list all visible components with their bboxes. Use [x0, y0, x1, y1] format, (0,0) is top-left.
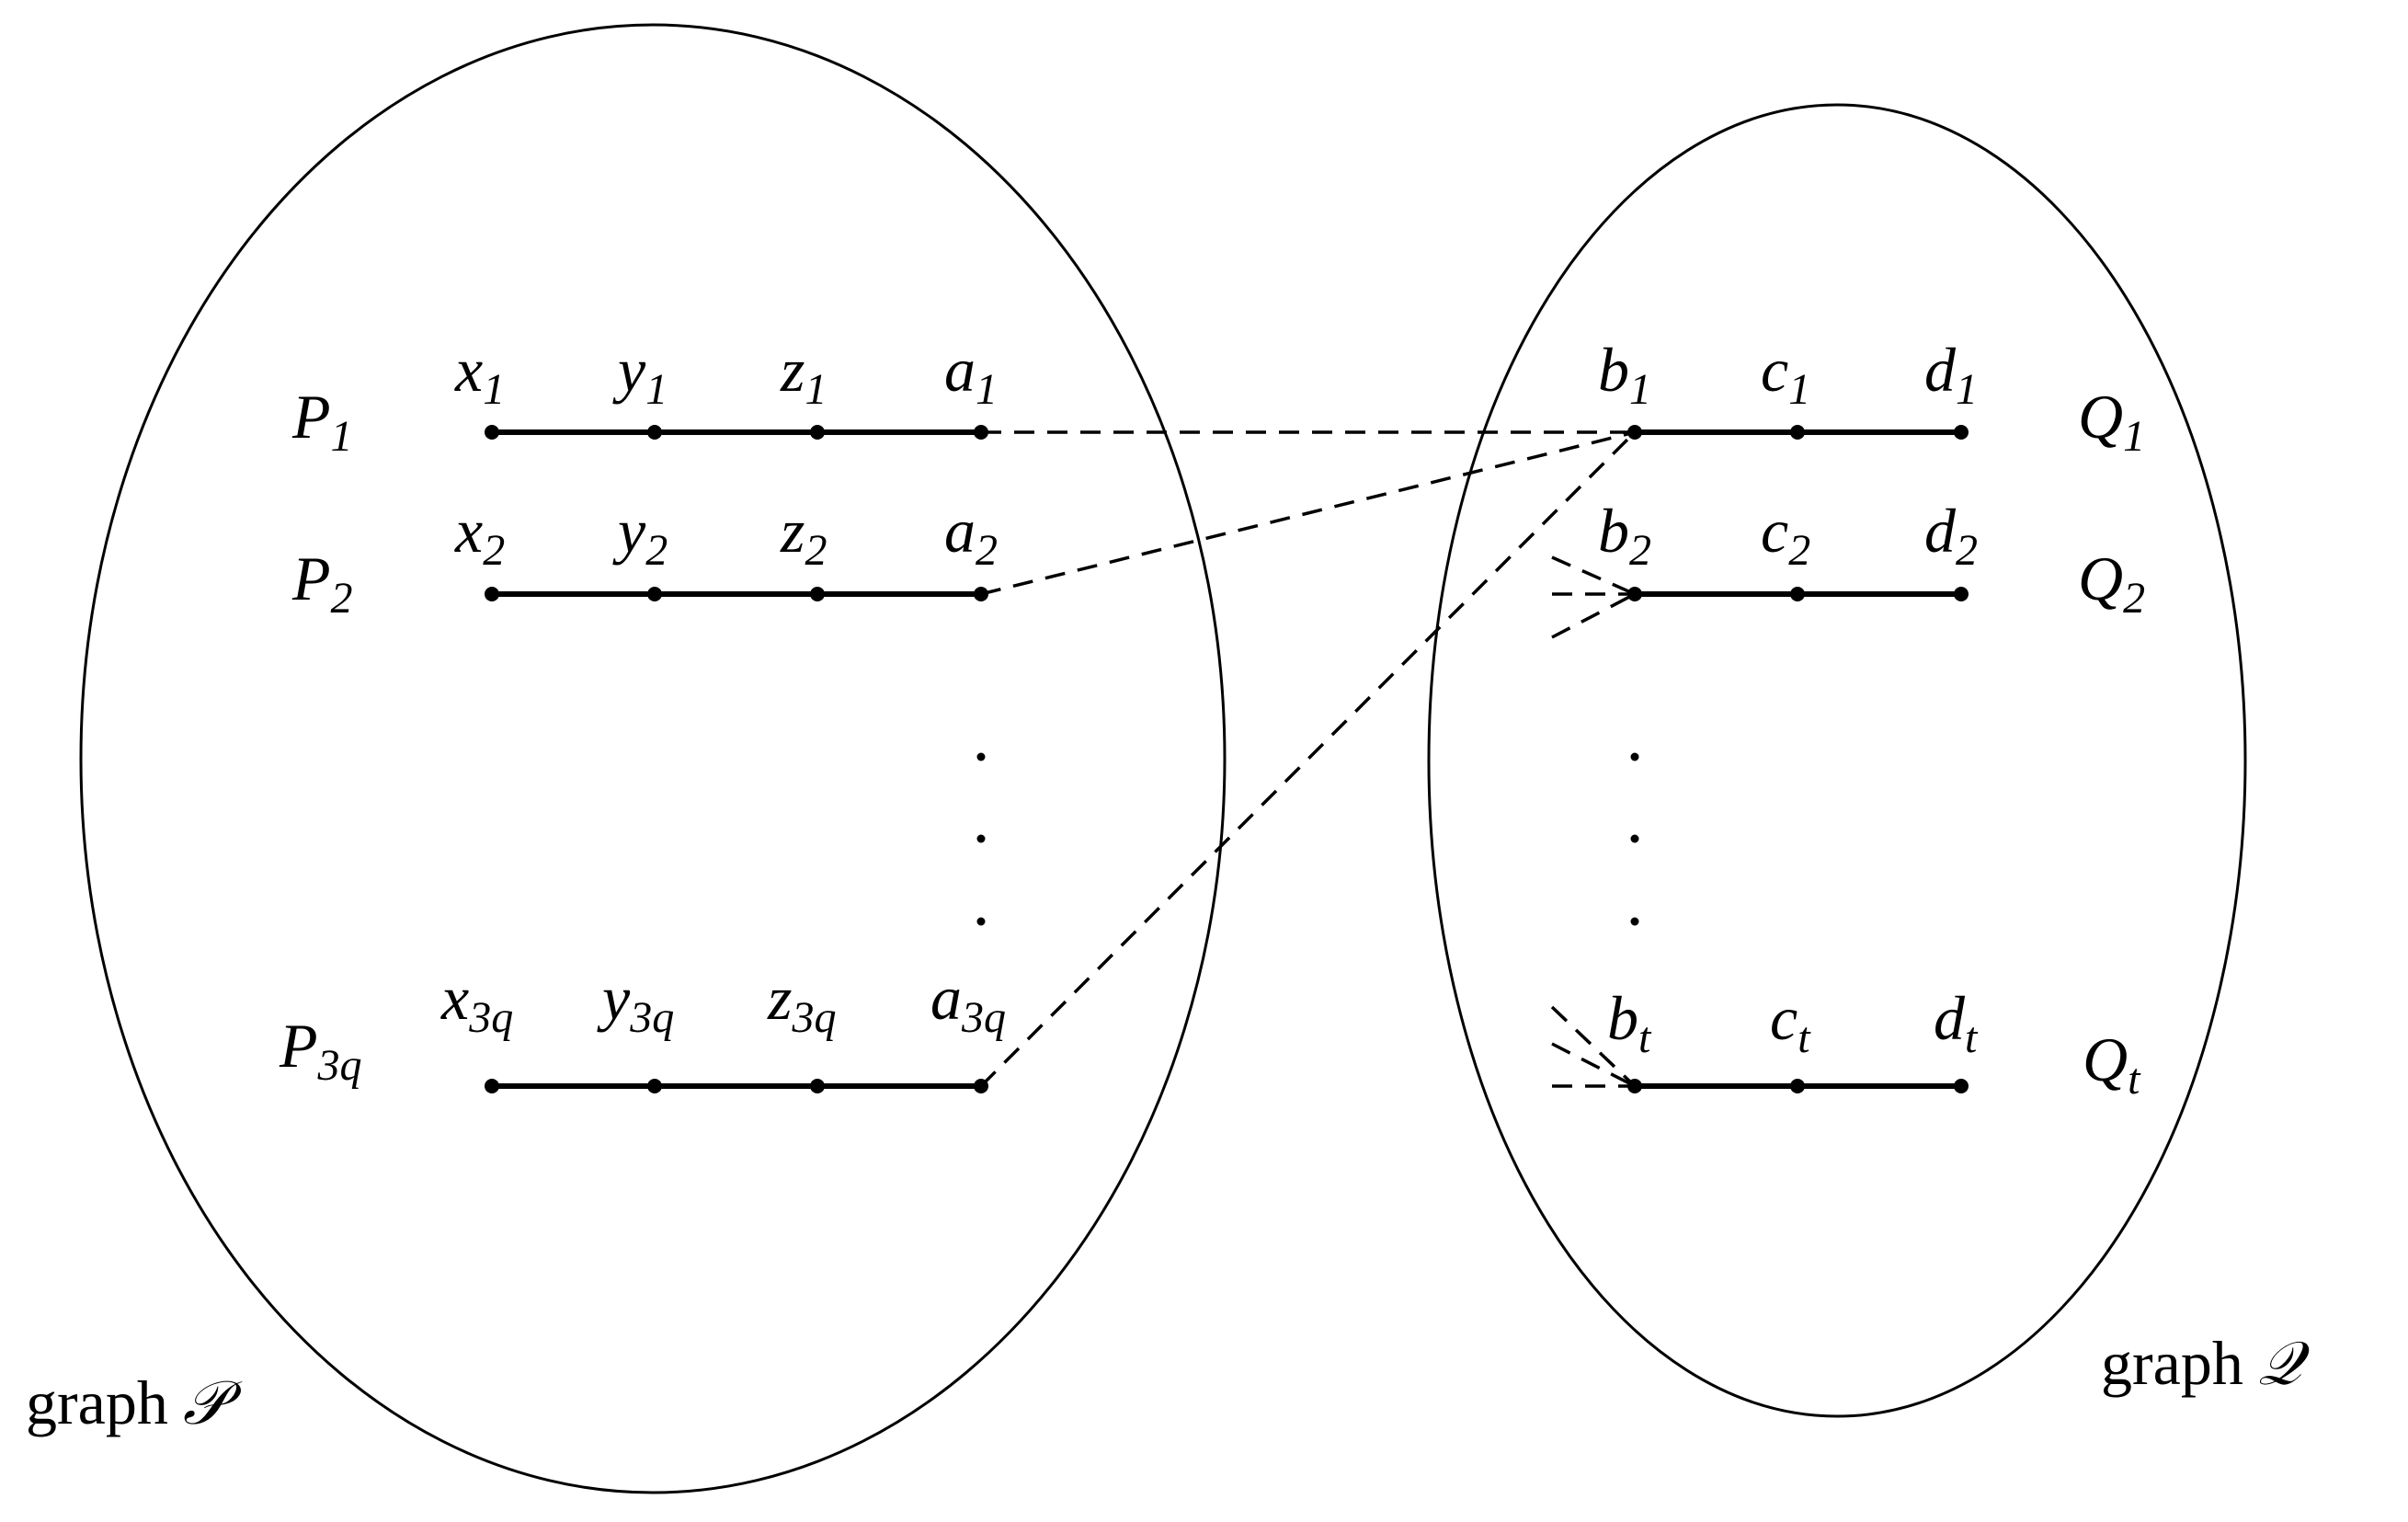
vertex-label-y3q: y3q [597, 963, 674, 1042]
row-label-q1: Q1 [2078, 382, 2145, 461]
vertex-label-d2: d2 [1924, 496, 1978, 575]
vertex-z2 [810, 587, 825, 601]
stub-edge-bt-middle [1551, 1042, 1636, 1088]
vertex-label-a2: a2 [944, 496, 998, 575]
vertex-dt [1954, 1079, 1969, 1093]
vertex-y1 [647, 425, 662, 440]
row-label-p3q: P3q [279, 1011, 362, 1090]
cross-edge-a3q-b1 [979, 430, 1637, 1088]
graph-p-path-2: P2 x2 y2 z2 a2 [291, 496, 998, 623]
vertex-x2 [485, 587, 499, 601]
vertex-label-c1: c1 [1761, 335, 1810, 414]
graph-p-path-3q: P3q x3q y3q z3q a3q [279, 963, 1006, 1093]
vertex-c1 [1790, 425, 1805, 440]
graph-p-boundary [79, 23, 1227, 1494]
vertex-a2 [974, 587, 988, 601]
vertex-label-z3q: z3q [767, 963, 836, 1042]
vertex-b2 [1627, 587, 1642, 601]
vertex-c2 [1790, 587, 1805, 601]
ellipsis-dot [1630, 752, 1639, 761]
vertex-y2 [647, 587, 662, 601]
vertex-a3q [974, 1079, 988, 1093]
vertex-ct [1790, 1079, 1805, 1093]
graph-q-boundary [1427, 103, 2247, 1418]
cross-edges [979, 430, 1637, 1088]
vertex-d1 [1954, 425, 1969, 440]
stub-edge-bt-upper [1550, 1005, 1637, 1088]
graph-q-path-2: b2 c2 d2 Q2 [1598, 496, 2145, 623]
vertex-label-a1: a1 [944, 335, 998, 414]
row-label-p2: P2 [291, 544, 353, 623]
row-label-q2: Q2 [2078, 544, 2145, 623]
vertex-z3q [810, 1079, 825, 1093]
ellipsis-dot [976, 752, 986, 761]
vertex-y3q [647, 1079, 662, 1093]
vertex-label-x3q: x3q [440, 963, 513, 1042]
row-label-p1: P1 [291, 382, 353, 461]
ellipsis-dot [1630, 917, 1639, 926]
vertex-x3q [485, 1079, 499, 1093]
row-label-qt: Qt [2083, 1024, 2141, 1104]
vertex-b1 [1627, 425, 1642, 440]
vertex-label-c2: c2 [1761, 496, 1810, 575]
vertex-z1 [810, 425, 825, 440]
vertex-label-y1: y1 [612, 335, 668, 414]
vertex-d2 [1954, 587, 1969, 601]
stub-edge-b2-lower [1551, 592, 1636, 639]
graph-q-path-1: b1 c1 d1 Q1 [1598, 335, 2145, 461]
vertex-label-x1: x1 [454, 335, 505, 414]
vertex-label-bt: bt [1607, 983, 1652, 1062]
graph-p-ellipsis [976, 752, 986, 926]
vertex-label-d1: d1 [1924, 335, 1978, 414]
ellipsis-dot [976, 834, 986, 843]
ellipsis-dot [1630, 834, 1639, 843]
vertex-label-z2: z2 [780, 496, 827, 575]
ellipsis-dot [976, 917, 986, 926]
vertex-a1 [974, 425, 988, 440]
stub-edge-b2-upper [1551, 555, 1636, 596]
vertex-label-b2: b2 [1598, 496, 1651, 575]
graph-q-ellipsis [1630, 752, 1639, 926]
vertex-x1 [485, 425, 499, 440]
vertex-label-y2: y2 [612, 496, 668, 575]
vertex-label-dt: dt [1934, 983, 1979, 1062]
vertex-label-a3q: a3q [930, 963, 1006, 1042]
graph-q-path-t: bt ct dt Qt [1607, 983, 2141, 1104]
vertex-label-ct: ct [1770, 983, 1811, 1062]
vertex-label-z1: z1 [780, 335, 827, 414]
vertex-bt [1627, 1079, 1642, 1093]
graph-p-path-1: P1 x1 y1 z1 a1 [291, 335, 998, 461]
cross-edge-a2-b1 [980, 430, 1636, 596]
vertex-label-x2: x2 [454, 496, 505, 575]
vertex-label-b1: b1 [1598, 335, 1651, 414]
